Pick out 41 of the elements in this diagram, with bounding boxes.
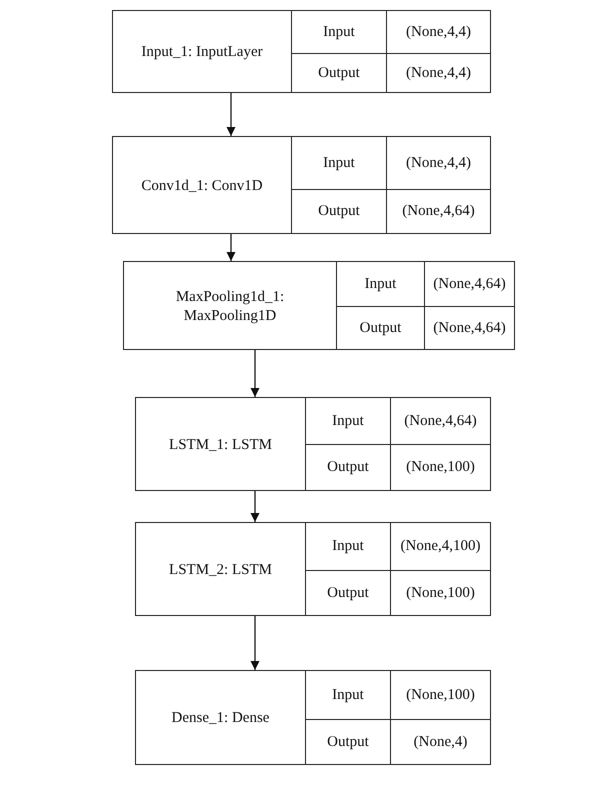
port-label: Output — [327, 732, 369, 752]
layer-name: Conv1d_1: Conv1D — [141, 176, 263, 196]
layer-block — [135, 670, 491, 765]
shape-value: (None,4,64) — [404, 412, 477, 430]
shape-value: (None,4,4) — [406, 154, 471, 172]
port-label: Input — [323, 22, 355, 42]
shape-value: (None,4,64) — [433, 318, 506, 338]
arrow — [250, 350, 260, 397]
shape-value: (None,100) — [406, 584, 475, 602]
layer-block — [112, 136, 491, 234]
port-label: Output — [327, 584, 369, 602]
port-label: Input — [332, 537, 364, 556]
layer-name: LSTM_1: LSTM — [169, 436, 272, 454]
layer-name: Input_1: InputLayer — [141, 43, 263, 62]
layer-name: LSTM_2: LSTM — [169, 560, 272, 580]
arrow — [226, 234, 236, 261]
layer-name: Dense_1: Dense — [172, 709, 270, 728]
layer-block — [135, 397, 491, 491]
arrow — [226, 93, 236, 136]
arrow — [250, 616, 260, 670]
shape-value: (None,4,100) — [400, 537, 480, 556]
port-label: Output — [327, 458, 369, 477]
shape-value: (None,100) — [406, 458, 475, 477]
shape-value: (None,4,64) — [402, 202, 475, 221]
shape-value: (None,100) — [406, 686, 475, 704]
layer-block — [112, 10, 491, 93]
shape-value: (None,4,64) — [433, 274, 506, 294]
port-label: Input — [323, 154, 355, 172]
shape-value: (None,4,4) — [406, 22, 471, 42]
layer-block — [123, 261, 515, 350]
arrow — [250, 491, 260, 522]
layer-name: MaxPooling1d_1: MaxPooling1D — [174, 288, 286, 326]
port-label: Input — [364, 274, 396, 294]
layer-block — [135, 522, 491, 616]
port-label: Output — [318, 64, 360, 82]
port-label: Input — [332, 412, 364, 430]
port-label: Output — [360, 318, 402, 338]
port-label: Output — [318, 202, 360, 221]
shape-value: (None,4,4) — [406, 64, 471, 82]
port-label: Input — [332, 686, 364, 704]
shape-value: (None,4) — [414, 732, 468, 752]
